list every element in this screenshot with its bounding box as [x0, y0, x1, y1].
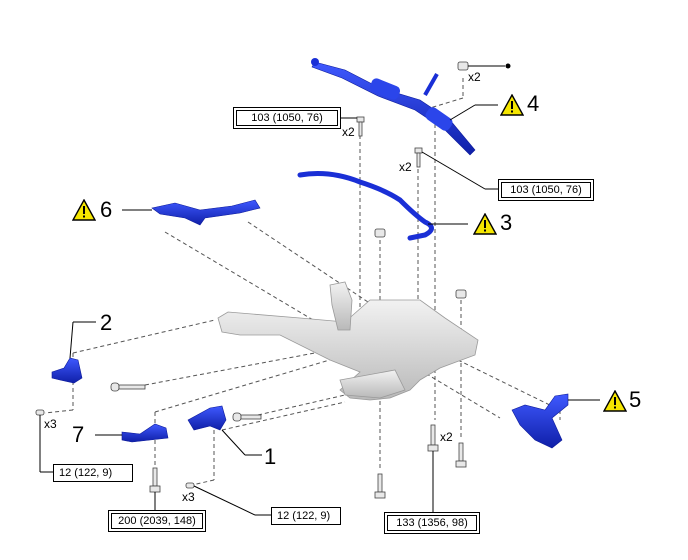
callout-6: 6 [100, 197, 113, 222]
callout-1: 1 [264, 444, 277, 469]
torque-spec-bottom-bolt: 133 (1356, 98) [384, 512, 480, 534]
front-suspension-crossmember [217, 281, 479, 401]
bolt-rack-right [414, 147, 423, 168]
torque-spec-rack-right: 103 (1050, 76) [498, 179, 594, 201]
steering-gear-assembly [311, 58, 476, 156]
torque-spec-bracket-2: 12 (122, 9) [53, 464, 133, 482]
qty-bolt-bottom: x2 [440, 430, 453, 444]
bolt-vertical-bottom-right [455, 442, 467, 468]
bracket-1 [187, 405, 227, 431]
warning-icon-5 [603, 390, 627, 412]
bolt-vertical-bottom-mid [427, 424, 439, 452]
bolt-vertical-bottom-left [374, 473, 386, 499]
qty-bolt-left-bracket: x3 [44, 417, 57, 431]
nut-right [455, 289, 467, 299]
bracket-7 [121, 423, 169, 443]
callout-2: 2 [100, 310, 113, 335]
callout-5: 5 [629, 387, 642, 412]
bolt-vertical-7 [149, 467, 161, 493]
lower-arm-5 [511, 393, 569, 449]
bolt-small-bracket1 [185, 482, 195, 489]
qty-bolt-rack-right: x2 [399, 160, 412, 174]
bracket-2 [51, 357, 83, 384]
bolt-horizontal-left [110, 382, 146, 392]
qty-bolt-rack-left: x2 [342, 125, 355, 139]
bolt-rack-left [356, 116, 365, 137]
bolt-horizontal-middle [232, 412, 262, 422]
torque-spec-rack-left: 103 (1050, 76) [233, 107, 341, 129]
assembly-guide-lines [44, 78, 561, 486]
nut-middle [374, 228, 386, 238]
qty-bolt-bracket1: x3 [182, 490, 195, 504]
torque-spec-bracket-1: 12 (122, 9) [271, 507, 341, 525]
bolt-small-left [35, 409, 45, 416]
warning-icon-4 [500, 94, 524, 116]
callout-7: 7 [72, 422, 85, 447]
warning-icon-3 [473, 213, 497, 235]
qty-nut-top: x2 [468, 70, 481, 84]
callout-3: 3 [500, 210, 513, 235]
leader-lines [39, 65, 600, 516]
legend-dot [505, 63, 511, 69]
warning-icon-6 [72, 199, 96, 221]
stabilizer-bar [297, 171, 434, 241]
callout-4: 4 [527, 91, 540, 116]
torque-spec-bracket-7: 200 (2039, 148) [108, 510, 206, 532]
nut-top [457, 61, 469, 71]
fasteners [35, 61, 469, 499]
lower-arm-6 [151, 199, 261, 226]
